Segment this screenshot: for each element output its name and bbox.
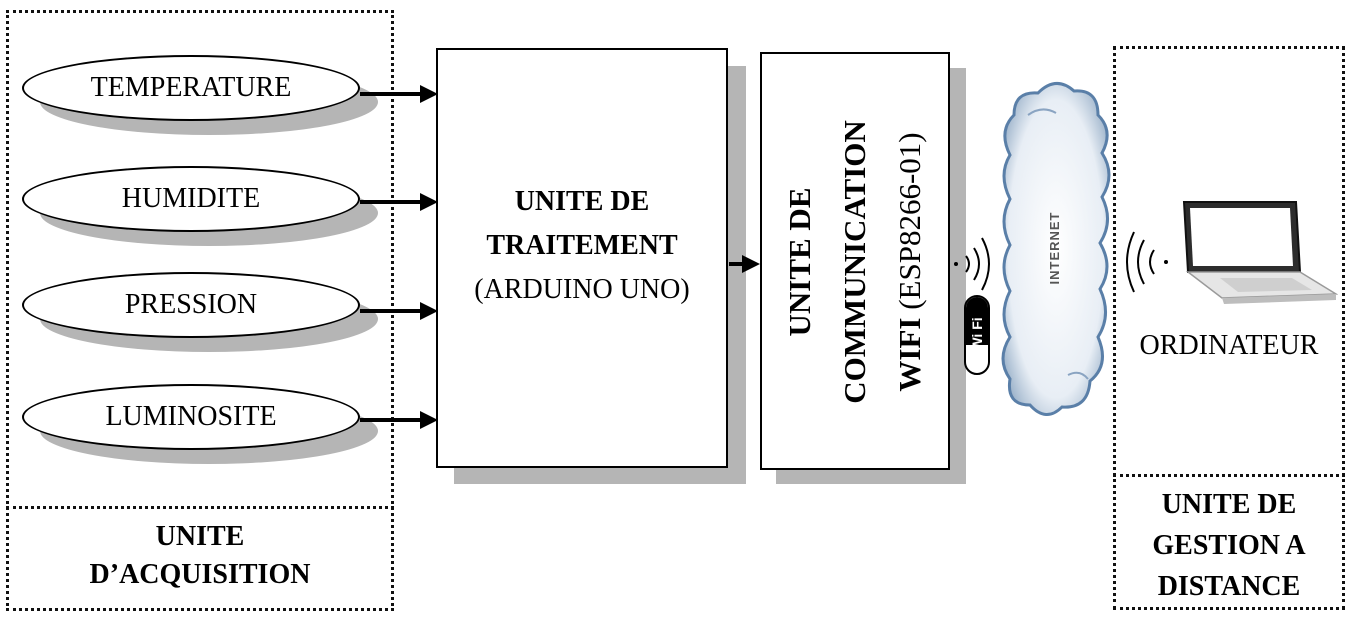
laptop-icon: [1182, 201, 1338, 304]
acquisition-title-line1: UNITE: [155, 521, 245, 552]
sensor-pression: PRESSION: [22, 272, 378, 352]
communication-line3: WIFI (ESP8266-01): [892, 132, 927, 392]
computer-label: ORDINATEUR: [1139, 330, 1319, 361]
internet-cloud-icon: [1001, 82, 1111, 416]
wifi-logo-text: Wi Fi: [969, 317, 985, 351]
sensor-temperature: TEMPERATURE: [22, 55, 378, 135]
wifi-logo-icon: Wi Fi: [964, 295, 990, 375]
remote-divider: [1113, 474, 1345, 477]
communication-line2: COMMUNICATION: [837, 120, 872, 404]
wifi-signal-icon: [954, 237, 990, 291]
sensor-humidite: HUMIDITE: [22, 166, 378, 246]
sensor-luminosite: LUMINOSITE: [22, 384, 378, 464]
processing-line2: TRAITEMENT: [486, 230, 678, 261]
communication-box: [760, 52, 950, 470]
internet-label: INTERNET: [1047, 211, 1062, 285]
wifi-receive-icon: [1126, 231, 1168, 293]
remote-title-line3: DISTANCE: [1157, 571, 1301, 602]
acquisition-divider: [6, 506, 394, 509]
acquisition-title-line2: D’ACQUISITION: [89, 559, 311, 590]
sensor-label: LUMINOSITE: [105, 401, 277, 432]
sensor-label: TEMPERATURE: [90, 72, 292, 103]
remote-title-line2: GESTION A: [1152, 530, 1306, 561]
processing-line3: (ARDUINO UNO): [474, 274, 690, 305]
acquisition-title: UNITE D’ACQUISITION: [6, 518, 394, 594]
processing-line1: UNITE DE: [514, 186, 650, 217]
remote-unit-frame: [1113, 46, 1345, 610]
processing-box: UNITE DE TRAITEMENT (ARDUINO UNO): [436, 48, 728, 468]
sensor-label: HUMIDITE: [121, 183, 261, 214]
communication-line1: UNITE DE: [782, 187, 817, 337]
remote-title: UNITE DE GESTION A DISTANCE: [1113, 484, 1345, 607]
remote-title-line1: UNITE DE: [1161, 489, 1297, 520]
sensor-label: PRESSION: [124, 289, 258, 320]
